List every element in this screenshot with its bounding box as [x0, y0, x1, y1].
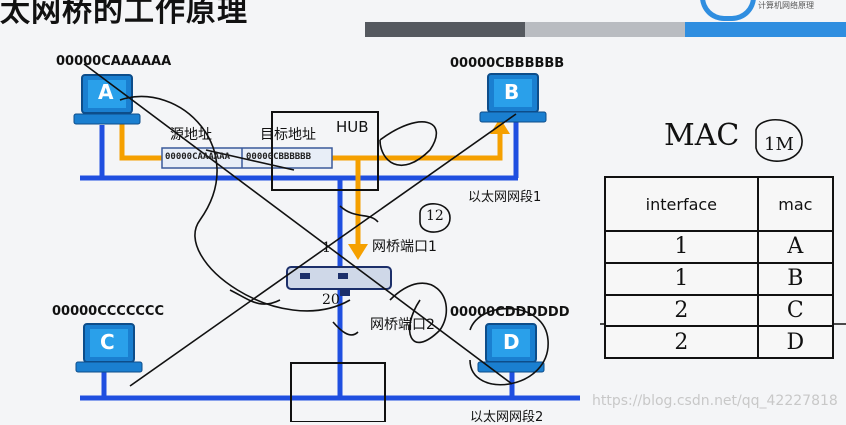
- table-row: 2 C: [604, 293, 835, 328]
- mac-address-table: interface mac 1 A 1 B 2 C 2 D: [604, 176, 835, 359]
- table-cell-mac: A: [756, 230, 835, 264]
- host-d-mac: 00000CDDDDDD: [450, 305, 570, 320]
- frame-box: [161, 147, 333, 169]
- host-b-computer-icon: [479, 73, 547, 123]
- hub-label: HUB: [336, 118, 369, 136]
- table-cell-interface: 1: [604, 230, 759, 264]
- handwritten-port-one: 1: [322, 240, 331, 256]
- page-title: 太网桥的工作原理: [0, 0, 248, 29]
- handwritten-mac-heading: MAC: [664, 118, 740, 153]
- table-row: 1 B: [604, 261, 835, 296]
- table-row: 1 A: [604, 230, 835, 264]
- logo-caption: 计算机网络原理: [758, 1, 814, 10]
- header-bar-dark: [365, 22, 525, 37]
- header-bar-gray: [525, 22, 685, 37]
- host-c-mac: 00000CCCCCCC: [52, 304, 165, 319]
- bridge-device-icon: [286, 266, 392, 296]
- bridge-port-2-label: 网桥端口2: [370, 317, 435, 333]
- handwritten-strokes: [83, 63, 846, 387]
- host-c-computer-icon: [75, 323, 143, 373]
- table-cell-interface: 2: [604, 325, 759, 359]
- bridge-port-1-label: 网桥端口1: [372, 239, 437, 255]
- host-a-computer-icon: [73, 74, 141, 125]
- table-cell-mac: B: [756, 261, 835, 296]
- handwritten-port-two: 20: [322, 292, 340, 308]
- table-cell-mac: D: [756, 325, 835, 359]
- host-d-letter: D: [503, 330, 520, 354]
- table-cell-mac: C: [756, 293, 835, 328]
- header-bar-blue: [685, 22, 846, 37]
- hub-box: [271, 111, 379, 191]
- host-c-letter: C: [100, 330, 115, 354]
- destination-address-label: 目标地址: [260, 127, 316, 143]
- watermark-url: https://blog.csdn.net/qq_42227818: [592, 393, 838, 409]
- table-cell-interface: 1: [604, 261, 759, 296]
- table-header-row: interface mac: [604, 176, 835, 232]
- hub-box-segment-2: [290, 362, 386, 422]
- table-cell-interface: 2: [604, 293, 759, 328]
- frame-arrowhead-down: [348, 244, 368, 260]
- column-header-interface: interface: [604, 176, 759, 232]
- host-a-mac: 00000CAAAAAA: [56, 54, 172, 69]
- frame-source-value: 00000CAAAAAA: [165, 152, 231, 162]
- handwritten-port-note: 12: [426, 208, 444, 224]
- host-d-computer-icon: [477, 323, 545, 373]
- host-a-letter: A: [98, 80, 114, 104]
- ethernet-segment-2-label: 以太网网段2: [470, 410, 544, 425]
- source-address-label: 源地址: [170, 127, 212, 143]
- handwritten-circled-note: 1M: [764, 134, 794, 155]
- frame-destination-value: 00000CBBBBBB: [246, 152, 312, 162]
- column-header-mac: mac: [756, 176, 835, 232]
- ethernet-segment-1-label: 以太网网段1: [468, 190, 542, 205]
- table-row: 2 D: [604, 325, 835, 359]
- host-b-letter: B: [504, 80, 520, 104]
- host-b-mac: 00000CBBBBBB: [450, 56, 565, 71]
